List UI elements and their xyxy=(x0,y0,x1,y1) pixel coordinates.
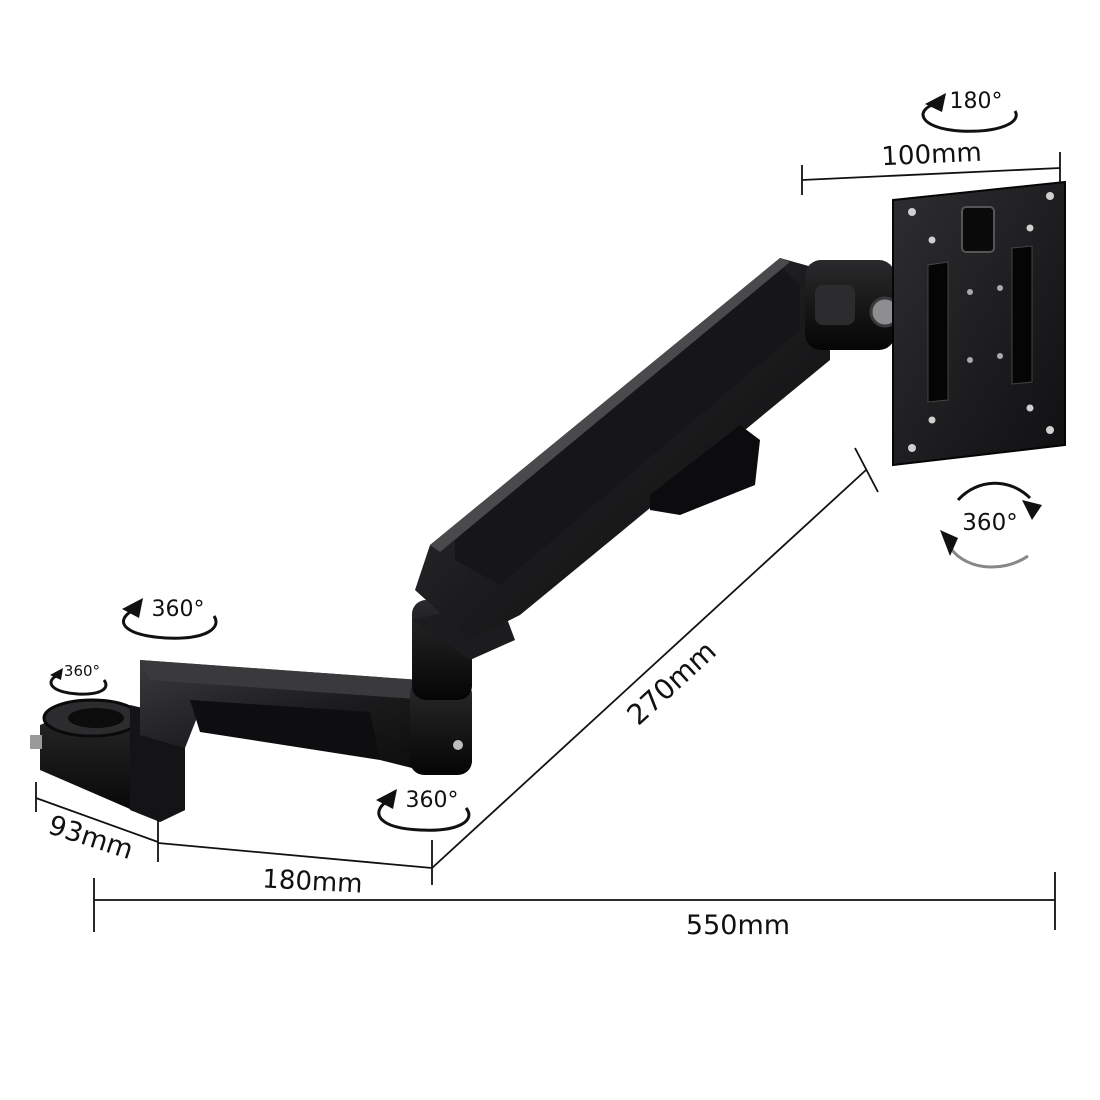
elbow-bottom-label: 360° xyxy=(406,788,459,813)
monitor-arm xyxy=(30,180,1066,822)
plate-tilt-label: 180° xyxy=(950,89,1003,114)
elbow-top-label: 360° xyxy=(152,597,205,622)
rotation-clamp: 360° xyxy=(49,662,108,696)
rotation-arrow-icon xyxy=(49,668,108,696)
dimension-total-length: 550mm xyxy=(93,872,1056,941)
rotation-arrow-icon xyxy=(940,481,1042,569)
plate-rotate-label: 360° xyxy=(962,510,1017,536)
tilt-joint xyxy=(805,260,901,350)
total-length-label: 550mm xyxy=(686,910,790,941)
rotation-arrow-icon xyxy=(376,789,471,832)
rotation-plate-rotate: 360° xyxy=(940,481,1042,569)
rotation-elbow-bottom: 360° xyxy=(376,788,471,832)
rotation-arrow-icon xyxy=(921,93,1018,133)
screw-icon xyxy=(30,735,42,749)
lower-arm xyxy=(140,660,472,775)
upper-arm xyxy=(415,258,830,640)
rotation-plate-tilt: 180° xyxy=(921,89,1018,133)
vesa-plate xyxy=(892,180,1066,467)
dimension-plate-width: 100mm xyxy=(801,138,1061,195)
rotation-arrow-icon xyxy=(122,598,218,640)
screw-icon xyxy=(453,740,463,750)
rotation-elbow-top: 360° xyxy=(122,597,218,640)
plate-width-label: 100mm xyxy=(881,138,983,173)
clamp-label: 360° xyxy=(64,662,100,680)
dimension-lower-arm-length: 180mm xyxy=(157,840,433,900)
lower-arm-length-label: 180mm xyxy=(262,864,364,899)
